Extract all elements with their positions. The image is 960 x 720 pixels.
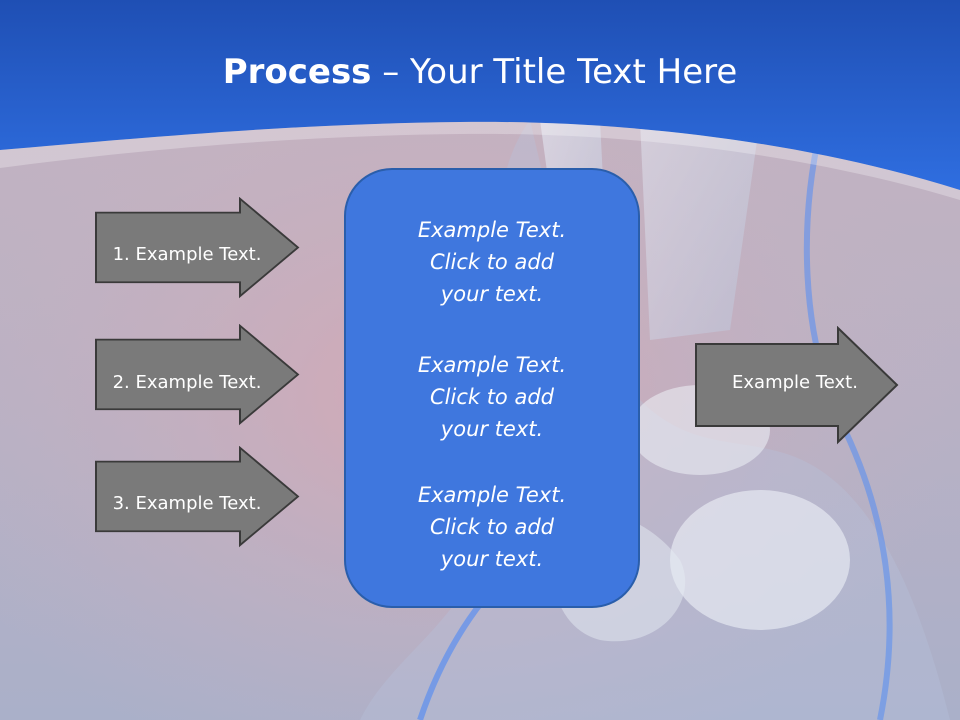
left-arrow-2[interactable]	[94, 324, 300, 428]
block-line: Example Text.	[417, 218, 567, 242]
center-text-box[interactable]: Example Text. Click to add your text. Ex…	[344, 168, 640, 608]
left-arrow-2-label: 2. Example Text.	[112, 372, 262, 393]
block-line: Example Text.	[417, 483, 567, 507]
left-arrow-3-label: 3. Example Text.	[112, 493, 262, 514]
title-rest: – Your Title Text Here	[371, 52, 738, 92]
block-line: Example Text.	[417, 353, 567, 377]
title-bold: Process	[222, 52, 372, 92]
center-text-block-3: Example Text. Click to add your text.	[346, 479, 638, 575]
right-arrow[interactable]	[694, 326, 900, 446]
block-line: your text.	[440, 417, 544, 441]
left-arrow-1[interactable]	[94, 197, 300, 301]
center-text-block-1: Example Text. Click to add your text.	[346, 214, 638, 310]
block-line: Click to add	[429, 515, 554, 539]
block-line: your text.	[440, 282, 544, 306]
block-line: Click to add	[429, 385, 554, 409]
slide-title[interactable]: Process – Your Title Text Here	[0, 52, 960, 92]
center-text-block-2: Example Text. Click to add your text.	[346, 349, 638, 445]
block-line: your text.	[440, 547, 544, 571]
left-arrow-1-label: 1. Example Text.	[112, 244, 262, 265]
right-arrow-label: Example Text.	[732, 372, 858, 393]
left-arrow-3[interactable]	[94, 446, 300, 550]
block-line: Click to add	[429, 250, 554, 274]
